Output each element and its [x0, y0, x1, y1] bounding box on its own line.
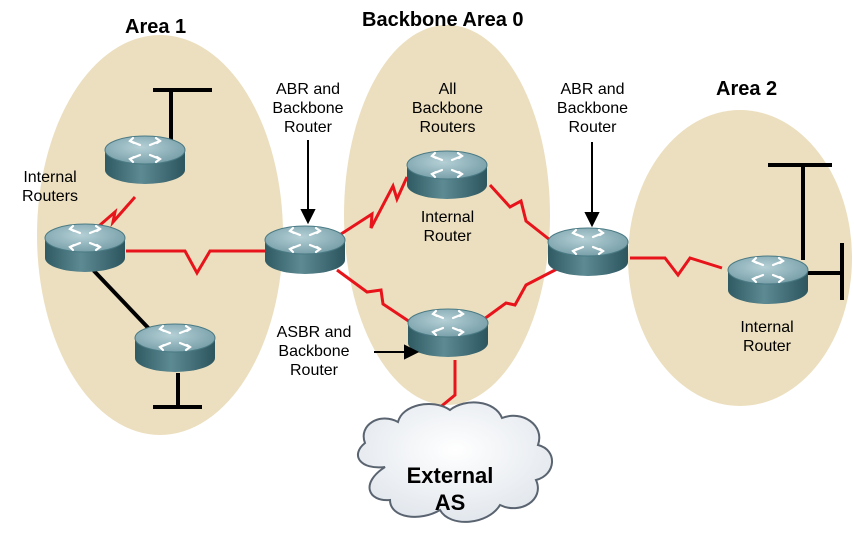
backbone-area-title: Backbone Area 0 — [362, 9, 524, 31]
router-area2 — [726, 254, 810, 306]
serial-link — [630, 256, 723, 278]
all-backbone-routers-label: All Backbone Routers — [411, 81, 484, 136]
area-1-title: Area 1 — [125, 16, 187, 38]
serial-link — [126, 249, 265, 277]
router-area1-left — [43, 222, 127, 274]
serial-link — [337, 176, 409, 238]
internal-router-backbone-label: Internal Router — [420, 209, 475, 245]
arrow-head — [300, 209, 316, 225]
area-2-region — [628, 110, 852, 406]
router-abr-left — [263, 224, 347, 276]
abr-right-label: ABR and Backbone Router — [556, 81, 629, 136]
router-backbone-top — [405, 149, 489, 201]
arrow-head — [584, 212, 600, 228]
router-area1-top — [103, 134, 187, 186]
area-2-title: Area 2 — [716, 78, 778, 100]
asbr-label: ASBR and Backbone Router — [276, 324, 352, 379]
router-abr-right — [546, 226, 630, 278]
external-as-label: External AS — [406, 463, 494, 515]
serial-link — [479, 267, 558, 324]
internal-router-area2-label: Internal Router — [740, 319, 794, 355]
router-area1-bottom — [133, 322, 217, 374]
abr-left-label: ABR and Backbone Router — [272, 81, 344, 136]
area-1-region — [37, 35, 283, 435]
ethernet-link — [92, 269, 158, 338]
external-as-cloud — [357, 401, 553, 523]
serial-link — [488, 183, 551, 242]
router-asbr — [406, 307, 490, 359]
internal-routers-label: Internal Routers — [21, 169, 79, 205]
serial-link — [336, 268, 411, 324]
arrow-head — [404, 344, 420, 360]
serial-link — [91, 196, 137, 234]
